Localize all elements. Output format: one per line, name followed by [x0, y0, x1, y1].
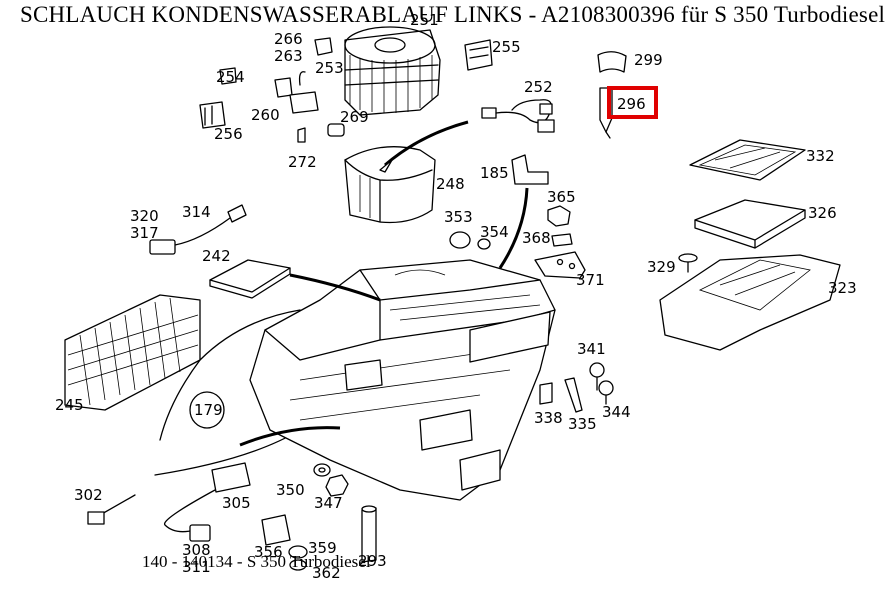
label-341[interactable]: 341: [577, 340, 606, 358]
label-296[interactable]: 296: [617, 95, 646, 113]
label-253[interactable]: 253: [315, 59, 344, 77]
assembly-arrows: [239, 120, 529, 447]
sensor-314: [149, 204, 247, 255]
label-293[interactable]: 293: [358, 552, 387, 570]
label-245[interactable]: 245: [55, 396, 84, 414]
label-362[interactable]: 362: [312, 564, 341, 582]
label-308[interactable]: 308: [182, 541, 211, 559]
cable-179: [154, 309, 301, 476]
label-260[interactable]: 260: [251, 106, 280, 124]
label-356[interactable]: 356: [254, 543, 283, 561]
label-368[interactable]: 368: [522, 229, 551, 247]
label-254[interactable]: 254: [216, 68, 245, 86]
label-335[interactable]: 335: [568, 415, 597, 433]
label-302[interactable]: 302: [74, 486, 103, 504]
label-242[interactable]: 242: [202, 247, 231, 265]
page-title: SCHLAUCH KONDENSWASSERABLAUF LINKS - A21…: [20, 2, 886, 27]
grille-245: [64, 294, 201, 411]
filter-326: [694, 199, 806, 249]
label-263[interactable]: 263: [274, 47, 303, 65]
label-359[interactable]: 359: [308, 539, 337, 557]
label-272[interactable]: 272: [288, 153, 317, 171]
label-354[interactable]: 354: [480, 223, 509, 241]
label-320[interactable]: 320: [130, 207, 159, 225]
label-317[interactable]: 317: [130, 224, 159, 242]
filter-frame-332: [689, 139, 806, 181]
main-hvac-housing: [249, 259, 556, 501]
filter-pad-242: [209, 259, 291, 299]
clip-parts-top: [199, 37, 493, 143]
parts-bottom: [261, 505, 377, 571]
bracket-371: [534, 251, 586, 279]
fasteners-right: [539, 362, 614, 413]
label-326[interactable]: 326: [808, 204, 837, 222]
label-255[interactable]: 255: [492, 38, 521, 56]
label-347[interactable]: 347: [314, 494, 343, 512]
label-299[interactable]: 299: [634, 51, 663, 69]
label-251[interactable]: 251: [410, 11, 439, 29]
diagram-caption: 140 - 140134 - S 350 Turbodiesel: [142, 552, 371, 571]
label-338[interactable]: 338: [534, 409, 563, 427]
bracket-185: [511, 154, 549, 185]
label-252[interactable]: 252: [524, 78, 553, 96]
label-323[interactable]: 323: [828, 279, 857, 297]
label-311[interactable]: 311: [182, 558, 211, 576]
label-256[interactable]: 256: [214, 125, 243, 143]
part-labels: 251 266 263 253 255 254 252 299 296 260 …: [55, 11, 857, 582]
label-353[interactable]: 353: [444, 208, 473, 226]
label-329[interactable]: 329: [647, 258, 676, 276]
blower-motor-drawing: [344, 26, 441, 116]
connector-305: [87, 462, 251, 542]
label-314[interactable]: 314: [182, 203, 211, 221]
label-179[interactable]: 179: [194, 401, 223, 419]
label-185[interactable]: 185: [480, 164, 509, 182]
label-305[interactable]: 305: [222, 494, 251, 512]
fan-housing-248: [344, 146, 436, 224]
fasteners-center: [449, 205, 573, 250]
highlight-box-296: [607, 86, 658, 119]
wiring-harness-252: [481, 99, 555, 133]
label-332[interactable]: 332: [806, 147, 835, 165]
label-266[interactable]: 266: [274, 30, 303, 48]
label-344[interactable]: 344: [602, 403, 631, 421]
label-365[interactable]: 365: [547, 188, 576, 206]
label-350[interactable]: 350: [276, 481, 305, 499]
housing-323: [659, 254, 841, 351]
screw-329: [678, 253, 698, 273]
label-248[interactable]: 248: [436, 175, 465, 193]
washers-350-347: [313, 463, 349, 497]
label-269[interactable]: 269: [340, 108, 369, 126]
label-371[interactable]: 371: [576, 271, 605, 289]
